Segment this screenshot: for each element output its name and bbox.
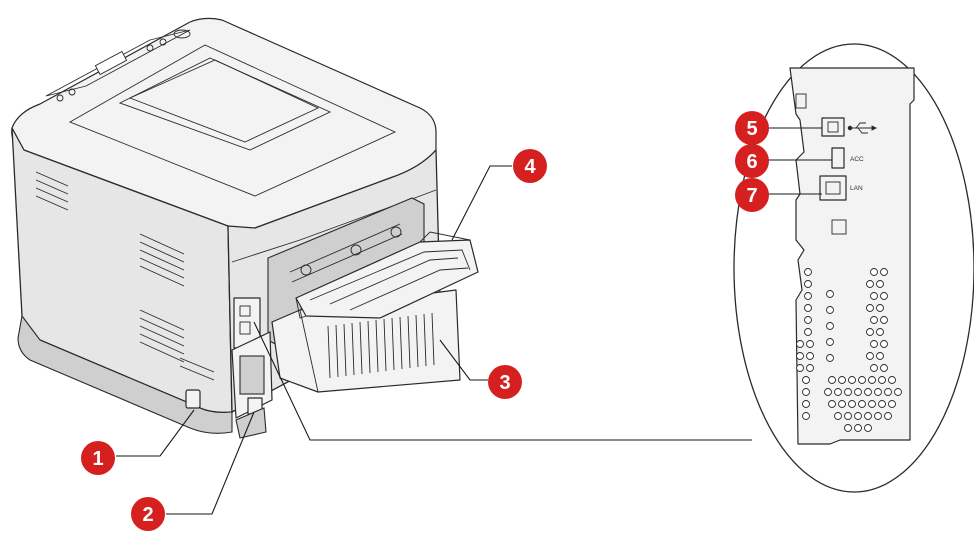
usb-port bbox=[821, 117, 845, 137]
accessory-port bbox=[831, 147, 845, 169]
acc-label: ACC bbox=[850, 156, 864, 163]
usb-icon bbox=[847, 122, 878, 134]
svg-text:1: 1 bbox=[92, 448, 103, 470]
callout-3: 3 bbox=[488, 365, 522, 399]
interface-detail-view: ACC LAN bbox=[733, 43, 974, 493]
callout-2: 2 bbox=[131, 497, 165, 531]
callout-4: 4 bbox=[513, 149, 547, 183]
svg-text:7: 7 bbox=[746, 185, 757, 207]
lan-label: LAN bbox=[850, 185, 863, 192]
callout-5: 5 bbox=[735, 111, 769, 145]
svg-text:2: 2 bbox=[142, 504, 153, 526]
power-switch[interactable] bbox=[185, 389, 201, 409]
svg-text:3: 3 bbox=[499, 372, 510, 394]
svg-text:5: 5 bbox=[746, 118, 757, 140]
svg-text:6: 6 bbox=[746, 151, 757, 173]
printer-illustration bbox=[11, 17, 479, 439]
lan-port bbox=[819, 175, 847, 201]
callout-6: 6 bbox=[735, 144, 769, 178]
callout-1: 1 bbox=[81, 441, 115, 475]
svg-text:4: 4 bbox=[524, 156, 536, 178]
callout-7: 7 bbox=[735, 178, 769, 212]
leader-lines bbox=[116, 127, 832, 515]
